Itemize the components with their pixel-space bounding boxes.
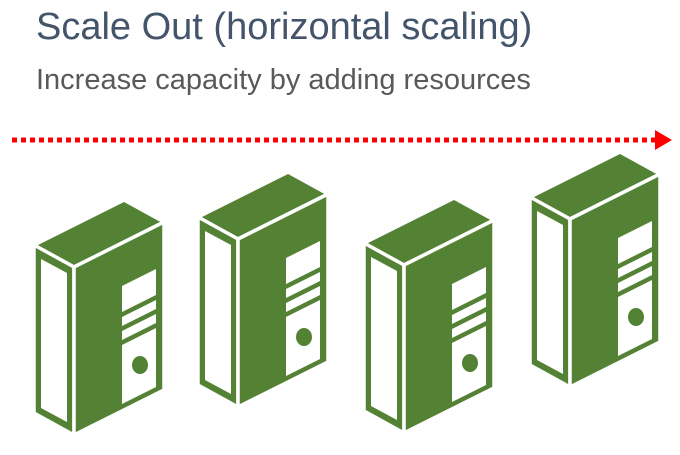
- server-tower-icon: [362, 196, 496, 435]
- server-tower-icon: [528, 150, 662, 389]
- server-tower-icon: [32, 198, 166, 437]
- scale-direction-arrow: [12, 130, 672, 150]
- server-tower-icon: [196, 170, 330, 409]
- slide-subtitle: Increase capacity by adding resources: [36, 64, 531, 96]
- arrow-head-icon: [655, 130, 672, 150]
- slide-title: Scale Out (horizontal scaling): [36, 6, 533, 48]
